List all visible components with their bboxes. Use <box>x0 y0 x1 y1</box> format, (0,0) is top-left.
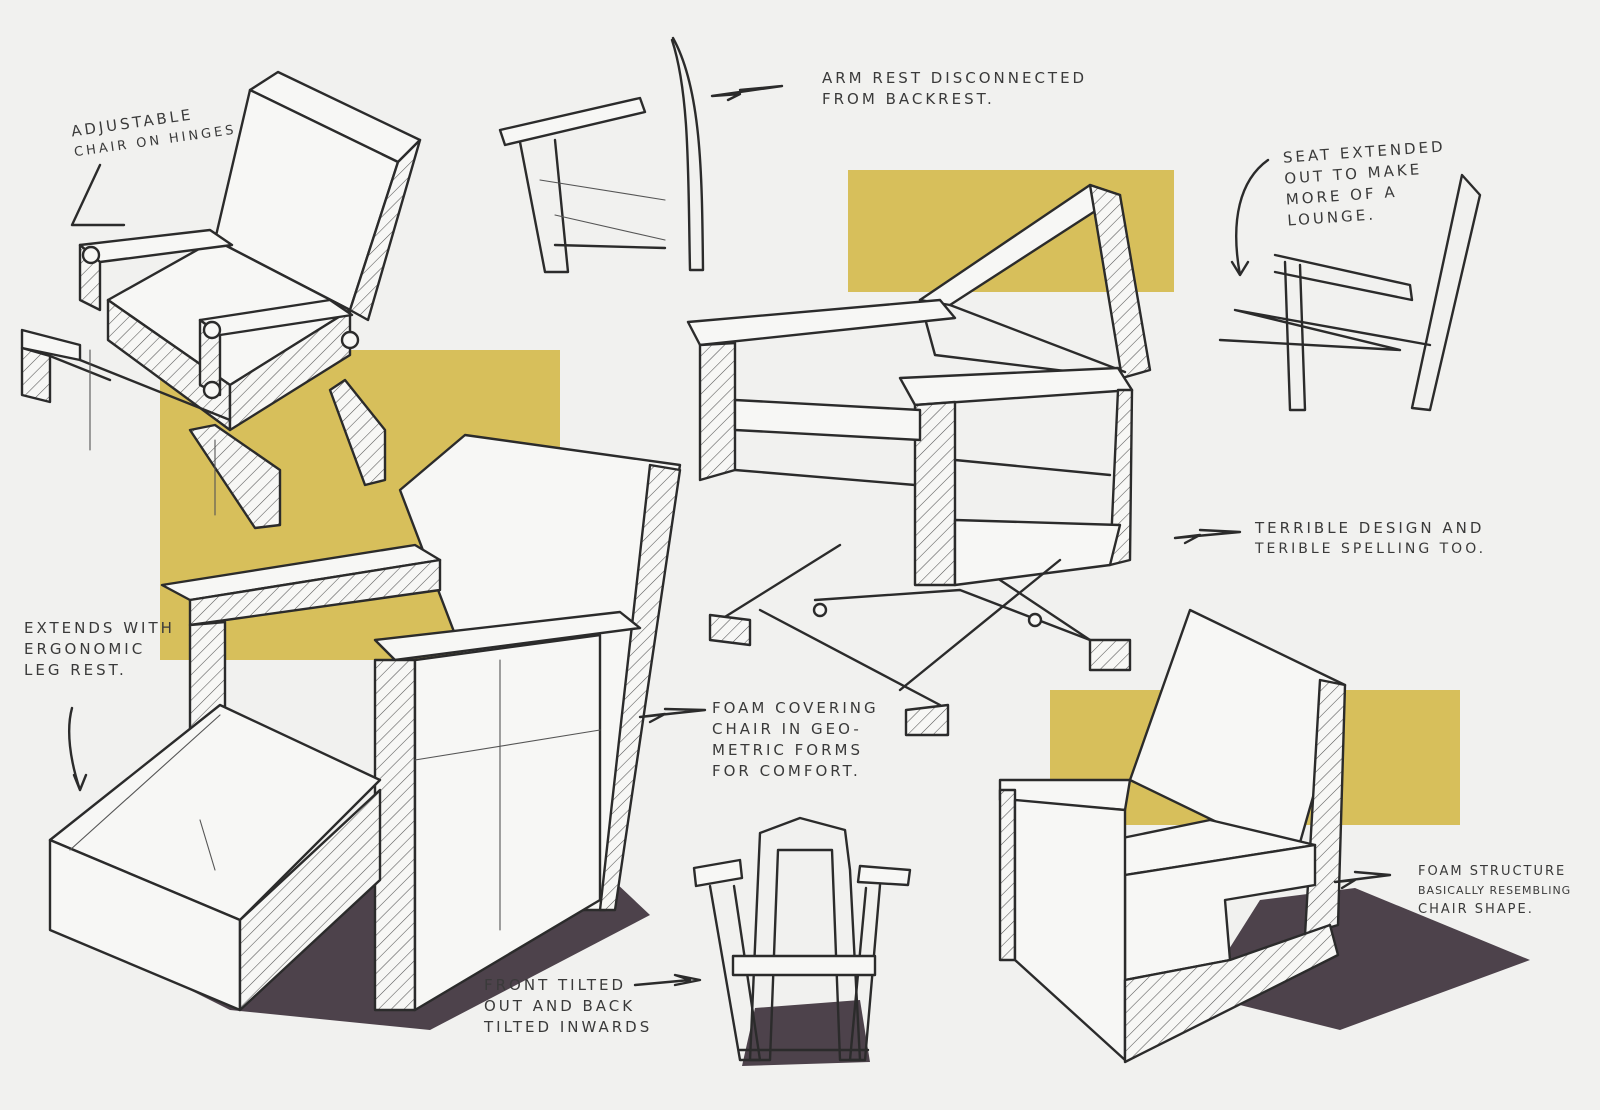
note-line: FROM BACKREST. <box>822 90 995 108</box>
note-line: ARM REST DISCONNECTED <box>822 69 1088 87</box>
adjustable-chair-sketch <box>20 70 422 530</box>
lounge-chair-legrest-sketch <box>48 433 707 1012</box>
note-foam-covering: FOAM COVERING CHAIR IN GEO- METRIC FORMS… <box>712 698 879 782</box>
note-line: FOR COMFORT. <box>712 762 861 780</box>
note-line: FOAM STRUCTURE <box>1418 864 1567 879</box>
note-armrest: ARM REST DISCONNECTED FROM BACKREST. <box>822 68 1087 110</box>
armrest-detail-sketch <box>498 36 784 274</box>
note-terrible-design: TERRIBLE DESIGN AND TERIBLE SPELLING TOO… <box>1255 518 1486 560</box>
note-front-tilted: FRONT TILTED OUT AND BACK TILTED INWARDS <box>484 975 652 1038</box>
note-seat-extended: SEAT EXTENDED OUT TO MAKE MORE OF A LOUN… <box>1282 136 1450 231</box>
shadow-foam-chair <box>1200 888 1530 1030</box>
front-tilted-chair-sketch <box>633 816 912 1062</box>
note-extends-legrest: EXTENDS WITH ERGONOMIC LEG REST. <box>24 618 175 681</box>
note-foam-structure: FOAM STRUCTURE BASICALLY RESEMBLING CHAI… <box>1418 862 1571 919</box>
note-line: TERRIBLE DESIGN AND <box>1255 519 1485 537</box>
director-chair-sketch <box>686 183 1242 737</box>
note-line: TERIBLE SPELLING TOO. <box>1255 541 1487 557</box>
foam-chair-sketch <box>998 608 1392 1064</box>
note-line: CHAIR SHAPE. <box>1418 902 1534 917</box>
note-line: FOAM COVERING <box>712 699 879 717</box>
note-line: TILTED INWARDS <box>484 1018 653 1036</box>
note-line: LEG REST. <box>24 661 127 679</box>
note-line: ERGONOMIC <box>24 640 146 658</box>
note-line: EXTENDS WITH <box>24 619 175 637</box>
adjustable-arrow <box>70 163 126 227</box>
note-line: BASICALLY RESEMBLING <box>1418 884 1572 897</box>
note-line: OUT AND BACK <box>484 997 636 1015</box>
note-line: FRONT TILTED <box>484 976 627 994</box>
note-line: METRIC FORMS <box>712 741 863 759</box>
lounge-detail-sketch <box>1218 158 1482 412</box>
note-line: CHAIR IN GEO- <box>712 720 862 738</box>
